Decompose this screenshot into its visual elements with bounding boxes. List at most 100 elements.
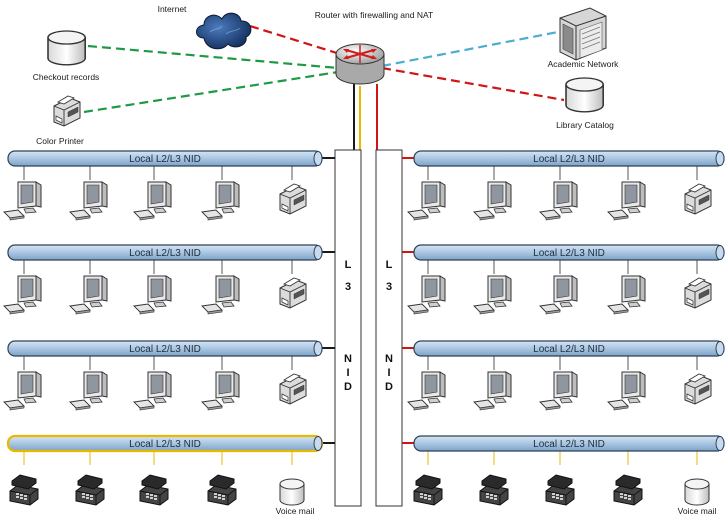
database-icon — [47, 30, 86, 66]
printer-icon — [279, 277, 307, 309]
right-backbone-letter-3: N — [385, 353, 393, 365]
router-icon — [335, 43, 385, 85]
computer-icon — [607, 275, 646, 315]
phone-icon — [9, 474, 39, 506]
computer-icon — [133, 181, 172, 221]
left-bus-label-1: Local L2/L3 NID — [129, 154, 201, 165]
left-segment-3: Local L2/L3 NID — [3, 340, 335, 411]
printer-icon — [53, 95, 81, 127]
left-backbone: L 3 N I D — [334, 149, 362, 507]
right-segment-4: Local L2/L3 NID — [402, 435, 725, 506]
left-segment-4: Local L2/L3 NID — [6, 434, 335, 506]
printer-icon — [279, 373, 307, 405]
left-bus-3: Local L2/L3 NID — [7, 340, 323, 357]
link-internet-router — [249, 24, 341, 56]
computer-icon — [133, 275, 172, 315]
color-printer-label: Color Printer — [36, 136, 84, 146]
lan-segments: Local L2/L3 NID Local L2/L3 NID Local L2/L… — [3, 150, 725, 506]
left-bus-label-2: Local L2/L3 NID — [129, 248, 201, 259]
internet-cloud: Internet — [158, 4, 252, 50]
computer-icon — [133, 371, 172, 411]
left-backbone-letter-2: 3 — [345, 281, 351, 293]
voice-mail-icon — [684, 478, 710, 506]
right-bus-label-2: Local L2/L3 NID — [533, 248, 605, 259]
left-backbone-letter-1: L — [345, 259, 352, 271]
computer-icon — [473, 181, 512, 221]
phone-icon — [613, 474, 643, 506]
phone-icon — [75, 474, 105, 506]
computer-icon — [407, 371, 446, 411]
phone-icon — [139, 474, 169, 506]
right-backbone-letter-1: L — [386, 259, 393, 271]
right-bus-3: Local L2/L3 NID — [413, 340, 725, 357]
left-bus-4: Local L2/L3 NID — [6, 434, 324, 453]
voice-mail-label-left: Voice mail — [276, 506, 315, 516]
computer-icon — [201, 181, 240, 221]
router-label: Router with firewalling and NAT — [315, 10, 433, 20]
printer-icon — [684, 373, 712, 405]
computer-icon — [473, 371, 512, 411]
link-router-academic — [381, 30, 559, 68]
right-segment-2: Local L2/L3 NID — [402, 244, 725, 315]
right-segment-3: Local L2/L3 NID — [402, 340, 725, 411]
color-printer: Color Printer — [36, 95, 84, 146]
right-backbone-letter-4: I — [387, 367, 390, 379]
right-backbone: L 3 N I D — [375, 149, 403, 507]
database-icon — [565, 77, 604, 113]
left-backbone-letter-5: D — [344, 381, 352, 393]
right-bus-label-3: Local L2/L3 NID — [533, 344, 605, 355]
server-icon — [559, 7, 607, 61]
right-bus-2: Local L2/L3 NID — [413, 244, 725, 261]
voice-mail-icon — [279, 478, 305, 506]
right-backbone-letter-2: 3 — [386, 281, 392, 293]
computer-icon — [539, 275, 578, 315]
computer-icon — [69, 371, 108, 411]
phone-icon — [545, 474, 575, 506]
computer-icon — [407, 181, 446, 221]
left-segment-1: Local L2/L3 NID — [3, 150, 335, 221]
right-backbone-letter-5: D — [385, 381, 393, 393]
computer-icon — [201, 371, 240, 411]
printer-icon — [684, 277, 712, 309]
left-bus-label-4: Local L2/L3 NID — [129, 439, 201, 450]
computer-icon — [539, 181, 578, 221]
phone-icon — [207, 474, 237, 506]
printer-icon — [279, 183, 307, 215]
left-bus-2: Local L2/L3 NID — [7, 244, 323, 261]
checkout-records: Checkout records — [33, 30, 99, 82]
academic-network: Academic Network — [548, 7, 620, 69]
printer-icon — [684, 183, 712, 215]
link-router-catalog — [381, 66, 565, 102]
link-printer-router — [83, 70, 339, 114]
left-bus-1: Local L2/L3 NID — [7, 150, 323, 167]
left-backbone-letter-3: N — [344, 353, 352, 365]
computer-icon — [69, 181, 108, 221]
right-bus-4: Local L2/L3 NID — [413, 435, 725, 452]
library-catalog: Library Catalog — [556, 77, 614, 130]
computer-icon — [607, 371, 646, 411]
cloud-icon — [196, 12, 252, 50]
computer-icon — [407, 275, 446, 315]
router: Router with firewalling and NAT — [315, 10, 433, 85]
router-backbone-links — [353, 84, 378, 150]
left-bus-label-3: Local L2/L3 NID — [129, 344, 201, 355]
right-bus-1: Local L2/L3 NID — [413, 150, 725, 167]
voice-mail-label-right: Voice mail — [678, 506, 717, 516]
computer-icon — [69, 275, 108, 315]
computer-icon — [3, 275, 42, 315]
computer-icon — [3, 371, 42, 411]
internet-label: Internet — [158, 4, 187, 14]
right-bus-label-1: Local L2/L3 NID — [533, 154, 605, 165]
right-bus-label-4: Local L2/L3 NID — [533, 439, 605, 450]
left-segment-2: Local L2/L3 NID — [3, 244, 335, 315]
phone-icon — [413, 474, 443, 506]
right-segment-1: Local L2/L3 NID — [402, 150, 725, 221]
academic-network-label: Academic Network — [548, 59, 620, 69]
phone-icon — [479, 474, 509, 506]
computer-icon — [539, 371, 578, 411]
computer-icon — [473, 275, 512, 315]
library-catalog-label: Library Catalog — [556, 120, 614, 130]
link-checkout-router — [87, 44, 339, 70]
